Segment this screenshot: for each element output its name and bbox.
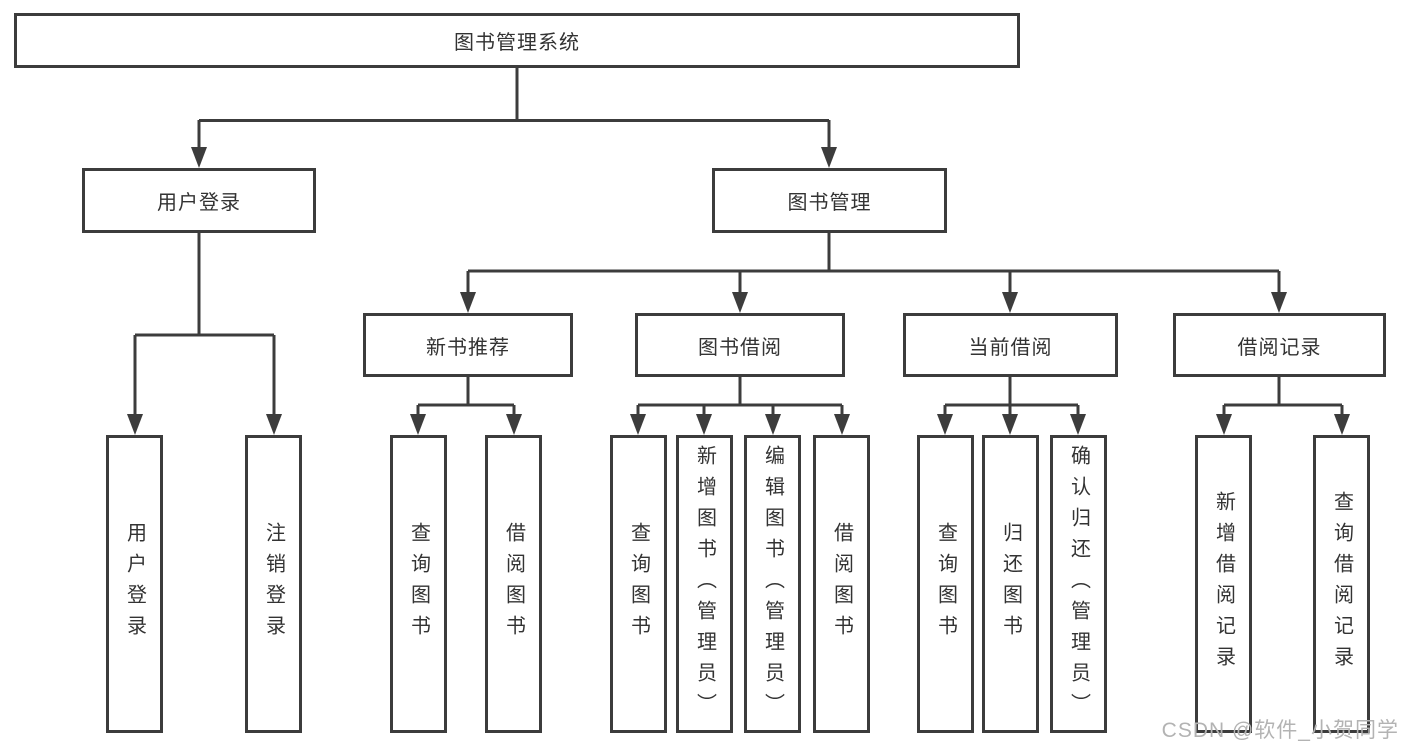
node-root: 图书管理系统 [14,13,1020,68]
node-borrow-records: 借阅记录 [1173,313,1386,377]
leaf-borrow-edit-books-label: 编辑图书（管理员） [761,444,784,724]
node-current-borrow: 当前借阅 [903,313,1118,377]
node-user-login-label: 用户登录 [157,192,241,214]
leaf-current-return-books-label: 归还图书 [999,522,1022,646]
csdn-watermark: CSDN @软件_小贺同学 [1161,719,1399,742]
leaf-current-return-books: 归还图书 [982,435,1039,733]
node-borrow-records-label: 借阅记录 [1237,336,1322,359]
leaf-current-query-books: 查询图书 [917,435,974,733]
node-new-book-recommend-label: 新书推荐 [426,336,510,359]
leaf-recommend-borrow-books: 借阅图书 [485,435,542,733]
node-book-borrow: 图书借阅 [635,313,845,377]
leaf-recommend-query-books: 查询图书 [390,435,447,733]
leaf-logout: 注销登录 [245,435,302,733]
leaf-records-query-record: 查询借阅记录 [1313,435,1370,733]
leaf-records-query-record-label: 查询借阅记录 [1330,491,1353,677]
node-current-borrow-label: 当前借阅 [968,336,1053,359]
node-book-management-label: 图书管理 [787,192,872,214]
arrowheads [127,147,1350,435]
leaf-records-add-record-label: 新增借阅记录 [1212,491,1235,677]
leaf-borrow-add-books-label: 新增图书（管理员） [693,444,716,724]
node-book-borrow-label: 图书借阅 [698,336,782,359]
leaf-borrow-borrow-books-label: 借阅图书 [830,522,853,646]
leaf-borrow-borrow-books: 借阅图书 [813,435,870,733]
leaf-user-login: 用户登录 [106,435,163,733]
leaf-recommend-query-books-label: 查询图书 [407,522,430,646]
leaf-borrow-add-books: 新增图书（管理员） [676,435,733,733]
node-user-login: 用户登录 [82,168,316,233]
leaf-borrow-edit-books: 编辑图书（管理员） [744,435,801,733]
leaf-logout-label: 注销登录 [262,522,285,646]
leaf-borrow-query-books-label: 查询图书 [627,522,650,646]
leaf-user-login-label: 用户登录 [123,522,146,646]
node-new-book-recommend: 新书推荐 [363,313,573,377]
node-book-management: 图书管理 [712,168,947,233]
leaf-records-add-record: 新增借阅记录 [1195,435,1252,733]
leaf-borrow-query-books: 查询图书 [610,435,667,733]
node-root-label: 图书管理系统 [454,32,580,54]
leaf-current-query-books-label: 查询图书 [934,522,957,646]
leaf-current-confirm-return-label: 确认归还（管理员） [1067,444,1090,724]
leaf-current-confirm-return: 确认归还（管理员） [1050,435,1107,733]
leaf-recommend-borrow-books-label: 借阅图书 [502,522,525,646]
